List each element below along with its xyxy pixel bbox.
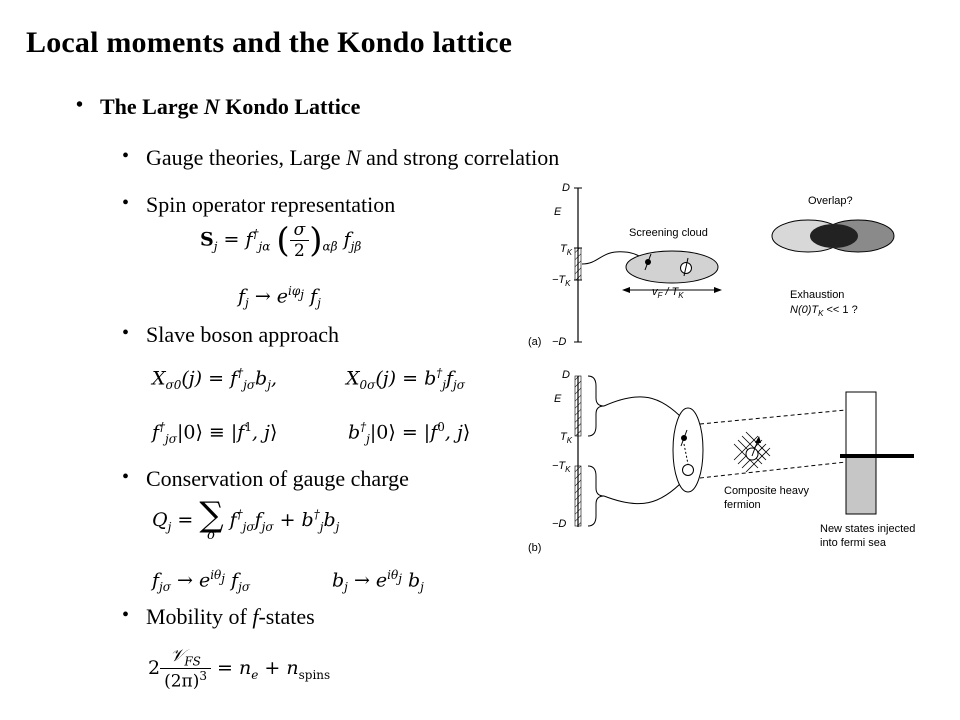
- label-new-states-2: into fermi sea: [820, 537, 887, 549]
- bullet-text: The Large N Kondo Lattice: [100, 94, 361, 119]
- band-lower-b: [574, 465, 582, 527]
- label-composite-2: fermion: [724, 499, 761, 511]
- bullet-dot: •: [122, 192, 130, 214]
- panel-a: D E TK −TK −D (a) Screening cloud vF / T…: [528, 182, 895, 348]
- projection-upper: [699, 409, 847, 425]
- fermi-sea-filled: [845, 455, 877, 515]
- label-mtk-b: −TK: [552, 460, 571, 474]
- bullet-text: Spin operator representation: [146, 192, 396, 217]
- bullet-gauge-charge: • Conservation of gauge charge: [122, 466, 409, 492]
- bullet-text: Mobility of f-states: [146, 604, 315, 629]
- link-upper: [603, 396, 685, 421]
- page-title: Local moments and the Kondo lattice: [26, 26, 513, 59]
- label-e-b: E: [554, 393, 562, 405]
- bullet-dot: •: [122, 466, 130, 488]
- bullet-text: Gauge theories, Large N and strong corre…: [146, 145, 560, 170]
- label-exhaustion: Exhaustion: [790, 289, 844, 301]
- brace-lower: [587, 465, 605, 527]
- equation-state-f1: f†jσ|0⟩ ≡ |f1, j⟩: [152, 420, 278, 447]
- label-screening-cloud: Screening cloud: [629, 227, 708, 239]
- band-upper-b: [574, 375, 582, 437]
- label-composite-1: Composite heavy: [724, 485, 809, 497]
- equation-state-f0: b†j|0⟩ = |f0, j⟩: [348, 420, 471, 447]
- bullet-large-n: • The Large N Kondo Lattice: [76, 94, 361, 120]
- label-md-a: −D: [552, 336, 566, 348]
- bullet-dot: •: [122, 604, 130, 626]
- bullet-gauge-theories: • Gauge theories, Large N and strong cor…: [122, 145, 560, 171]
- heavy-fermion-icon: [733, 431, 771, 473]
- label-mtk-a: −TK: [552, 274, 571, 288]
- equation-hubbard-0x: X0σ(j) = b†jfjσ: [346, 366, 465, 393]
- label-d-a: D: [562, 182, 570, 194]
- composite-spin: [682, 464, 694, 476]
- label-tk-b: TK: [560, 431, 573, 445]
- bullet-mobility: • Mobility of f-states: [122, 604, 315, 630]
- bullet-text: Slave boson approach: [146, 322, 340, 347]
- equation-gauge-charge: Qj = ∑σ f†jσfjσ + b†jbj: [152, 495, 340, 543]
- overlap-region: [810, 224, 858, 248]
- fermi-sea-empty: [845, 391, 877, 457]
- equation-gauge-transform-f-theta: fjσ → eiθj fjσ: [152, 568, 251, 595]
- label-panel-b: (b): [528, 542, 541, 554]
- label-tk-a: TK: [560, 243, 573, 257]
- brace-upper: [587, 375, 605, 437]
- label-d-b: D: [562, 369, 570, 381]
- equation-gauge-transform-f: fj → eiφj fj: [238, 284, 321, 311]
- bullet-dot: •: [76, 94, 84, 116]
- label-panel-a: (a): [528, 336, 541, 348]
- bullet-spin-operator: • Spin operator representation: [122, 192, 396, 218]
- kondo-band-a: [574, 247, 582, 281]
- label-new-states-1: New states injected: [820, 523, 915, 535]
- label-overlap: Overlap?: [808, 195, 853, 207]
- bullet-text: Conservation of gauge charge: [146, 466, 409, 491]
- label-vf-tk: vF / TK: [652, 286, 684, 300]
- projection-lower: [699, 461, 847, 479]
- equation-hubbard-x0: Xσ0(j) = f†jσbj,: [152, 366, 277, 393]
- label-md-b: −D: [552, 518, 566, 530]
- bullet-slave-boson: • Slave boson approach: [122, 322, 340, 348]
- bullet-dot: •: [122, 145, 130, 167]
- label-e-a: E: [554, 206, 562, 218]
- label-exhaustion-criterion: N(0)TK << 1 ?: [790, 304, 858, 318]
- link-lower: [603, 479, 685, 505]
- equation-gauge-transform-b-theta: bj → eiθj bj: [332, 568, 424, 595]
- composite-ellipse: [672, 407, 704, 493]
- panel-b: D E TK −TK −D (b) Compos: [528, 369, 915, 554]
- screening-cloud-ellipse: [625, 250, 719, 284]
- bullet-dot: •: [122, 322, 130, 344]
